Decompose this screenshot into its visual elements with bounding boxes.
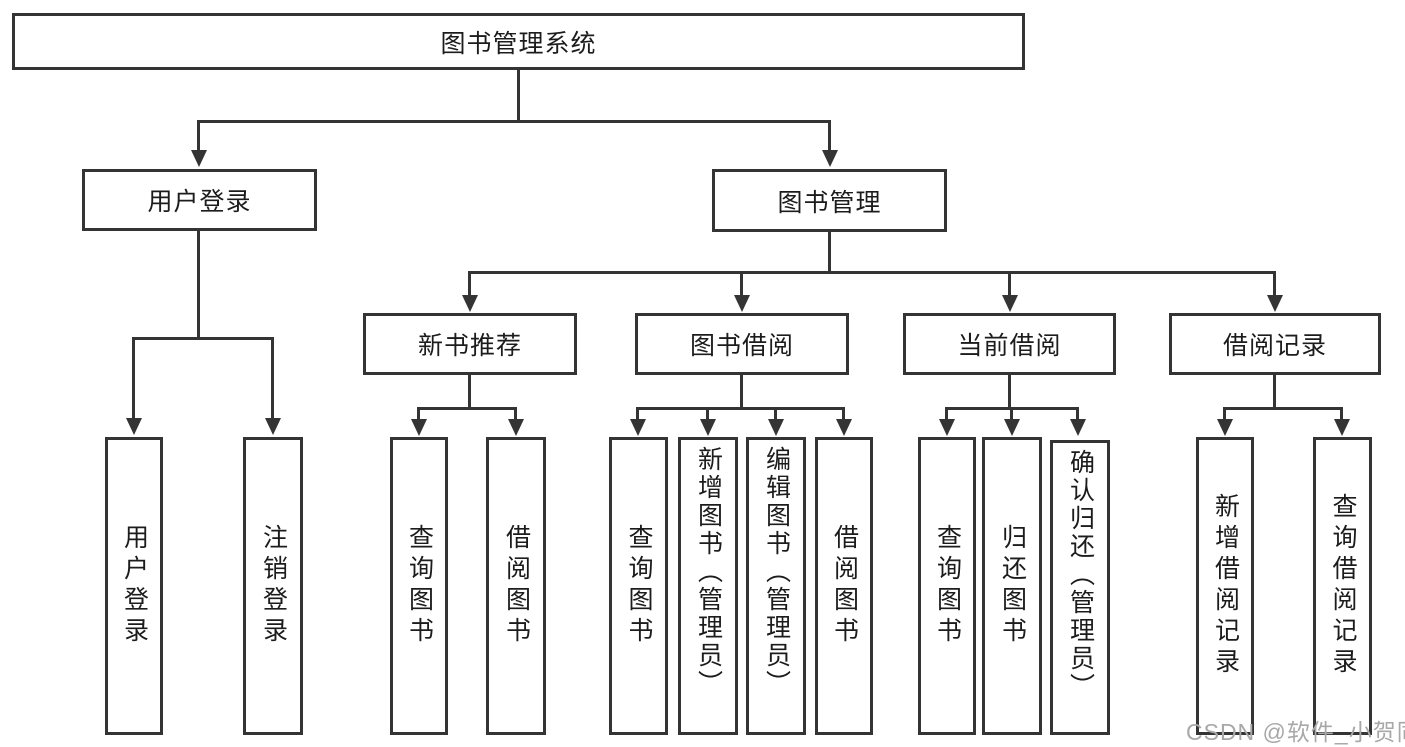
connector-line: [1076, 407, 1079, 420]
node-label: 确认归还（管理员）: [1066, 449, 1095, 701]
connector-line: [774, 407, 777, 420]
connector-line: [132, 337, 274, 340]
arrow-down-icon: [191, 150, 207, 167]
arrow-down-icon: [836, 419, 852, 436]
connector-line: [197, 231, 200, 337]
connector-line: [740, 271, 743, 296]
connector-line: [1008, 375, 1011, 407]
connector-line: [1273, 375, 1276, 407]
connector-line: [1008, 271, 1011, 296]
node-label: 当前借阅: [957, 332, 1062, 360]
connector-line: [417, 407, 420, 420]
arrow-down-icon: [768, 419, 784, 436]
node-label: 新增图书（管理员）: [694, 446, 723, 698]
node-query-books-current: 查询图书: [918, 437, 976, 735]
node-user-login-leaf: 用户登录: [105, 437, 163, 735]
node-edit-books-admin: 编辑图书（管理员）: [746, 437, 806, 735]
connector-line: [842, 407, 845, 420]
node-current-borrowing: 当前借阅: [903, 313, 1116, 375]
node-label: 查询图书: [405, 524, 434, 648]
arrow-down-icon: [265, 418, 281, 435]
connector-line: [1223, 407, 1226, 420]
connector-line: [132, 337, 135, 419]
connector-line: [706, 407, 709, 420]
connector-line: [740, 375, 743, 407]
connector-line: [514, 407, 517, 420]
node-label: 图书管理: [777, 188, 882, 217]
node-query-borrow-record: 查询借阅记录: [1313, 437, 1372, 735]
arrow-down-icon: [1002, 295, 1018, 312]
arrow-down-icon: [411, 419, 427, 436]
arrow-down-icon: [1004, 419, 1020, 436]
node-label: 新增借阅记录: [1211, 493, 1240, 679]
connector-line: [1340, 407, 1343, 420]
node-label: 图书借阅: [689, 332, 794, 360]
connector-line: [636, 407, 639, 420]
connector-line: [1010, 407, 1013, 420]
node-borrowing-records: 借阅记录: [1169, 313, 1381, 375]
connector-line: [828, 232, 831, 271]
watermark: CSDN @软件_小贺同学: [1186, 719, 1405, 745]
node-library-management-system: 图书管理系统: [12, 13, 1025, 70]
arrow-down-icon: [1267, 295, 1283, 312]
connector-line: [468, 375, 471, 407]
node-query-books-recommend: 查询图书: [390, 437, 448, 735]
arrow-down-icon: [1217, 419, 1233, 436]
arrow-down-icon: [462, 295, 478, 312]
connector-line: [1273, 271, 1276, 296]
node-add-borrow-record: 新增借阅记录: [1196, 437, 1254, 735]
node-confirm-return-admin: 确认归还（管理员）: [1050, 440, 1110, 735]
node-label: 借阅记录: [1222, 332, 1327, 360]
node-label: 借阅图书: [830, 524, 859, 648]
node-label: 编辑图书（管理员）: [762, 446, 791, 698]
node-label: 查询借阅记录: [1329, 493, 1357, 679]
arrow-down-icon: [126, 418, 142, 435]
connector-line: [636, 407, 844, 410]
node-label: 新书推荐: [417, 332, 522, 360]
node-user-login: 用户登录: [82, 169, 317, 231]
arrow-down-icon: [1070, 419, 1086, 436]
connector-line: [271, 337, 274, 419]
arrow-down-icon: [1334, 419, 1350, 436]
node-label: 注销登录: [259, 524, 288, 648]
connector-line: [1223, 407, 1343, 410]
connector-line: [945, 407, 948, 420]
node-borrow-books-recommend: 借阅图书: [486, 437, 546, 735]
node-return-books: 归还图书: [982, 437, 1042, 735]
node-logout: 注销登录: [243, 437, 303, 735]
connector-line: [468, 271, 1276, 274]
connector-line: [197, 120, 831, 123]
node-new-book-recommendation: 新书推荐: [363, 313, 577, 375]
node-label: 借阅图书: [502, 524, 531, 648]
arrow-down-icon: [630, 419, 646, 436]
node-label: 查询图书: [933, 524, 962, 648]
arrow-down-icon: [508, 419, 524, 436]
node-label: 用户登录: [147, 188, 252, 216]
node-label: 图书管理系统: [440, 29, 597, 58]
node-label: 查询图书: [625, 524, 653, 648]
node-label: 用户登录: [120, 524, 149, 648]
arrow-down-icon: [734, 295, 750, 312]
node-book-management: 图书管理: [712, 169, 947, 232]
arrow-down-icon: [939, 419, 955, 436]
node-borrow-books-borrowing: 借阅图书: [815, 437, 873, 735]
node-label: 归还图书: [998, 524, 1027, 648]
connector-line: [828, 120, 831, 151]
arrow-down-icon: [700, 419, 716, 436]
connector-line: [197, 120, 200, 151]
arrow-down-icon: [822, 150, 838, 167]
connector-line: [517, 70, 520, 120]
node-query-books-borrowing: 查询图书: [609, 437, 668, 735]
node-book-borrowing: 图书借阅: [635, 313, 849, 375]
connector-line: [468, 271, 471, 296]
connector-line: [417, 407, 517, 410]
node-add-books-admin: 新增图书（管理员）: [678, 437, 738, 735]
